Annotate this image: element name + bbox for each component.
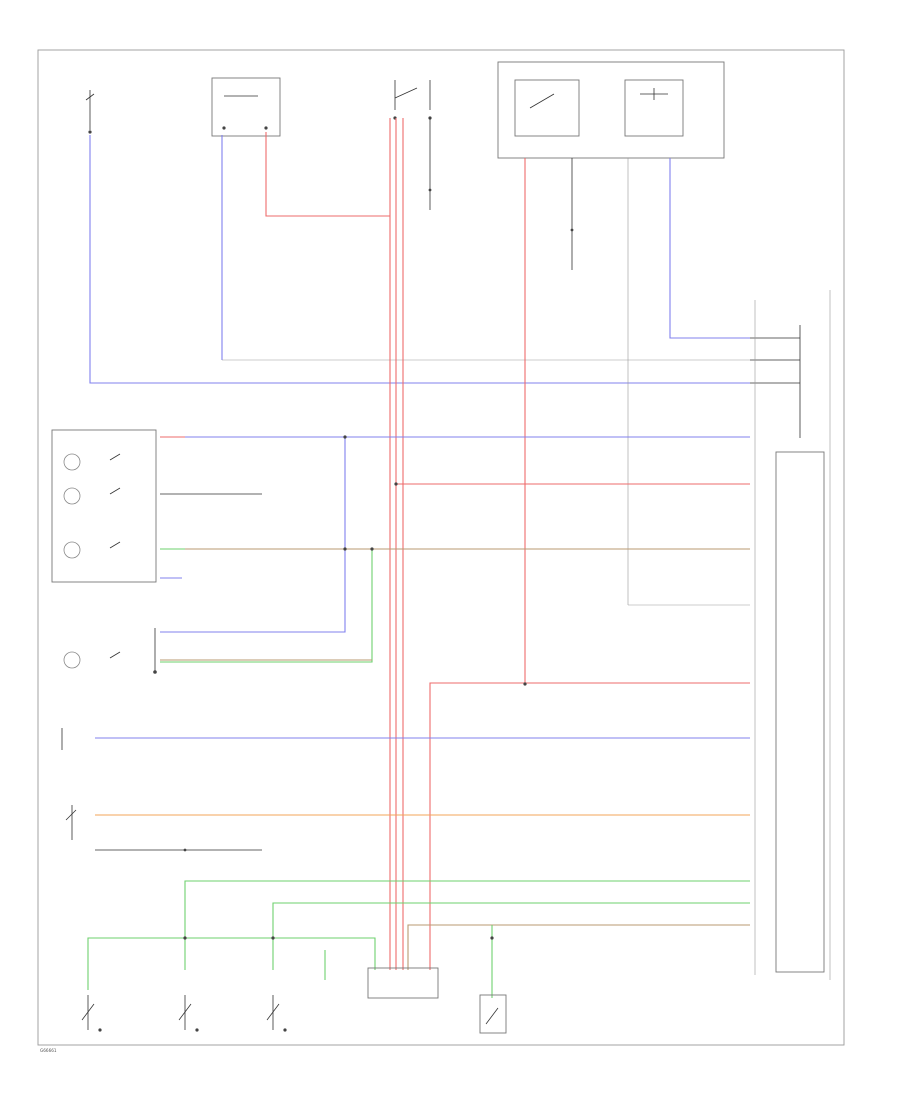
footer-code: G66661 (40, 1048, 57, 1053)
bottom-switch-1 (81, 995, 102, 1032)
top-right-module (497, 61, 725, 159)
top-right-relay-2 (624, 79, 684, 137)
bottom-switch-2 (178, 995, 199, 1032)
top-relay-box (211, 77, 281, 137)
center-top-switch (393, 80, 432, 120)
bottom-switch-3 (266, 995, 287, 1032)
top-left-fuse (85, 90, 95, 134)
diagram-frame (37, 49, 845, 1046)
bottom-switch-4 (479, 994, 507, 1034)
switch-symbol-icon (65, 805, 77, 840)
bottom-connector (367, 967, 439, 999)
switch-symbol-icon (222, 95, 268, 130)
rear-lamp-switch (63, 628, 157, 674)
top-right-relay-1 (514, 79, 580, 137)
left-switch-box (51, 429, 157, 583)
right-control-unit (775, 451, 825, 973)
lamp-symbol-icon (63, 453, 81, 559)
